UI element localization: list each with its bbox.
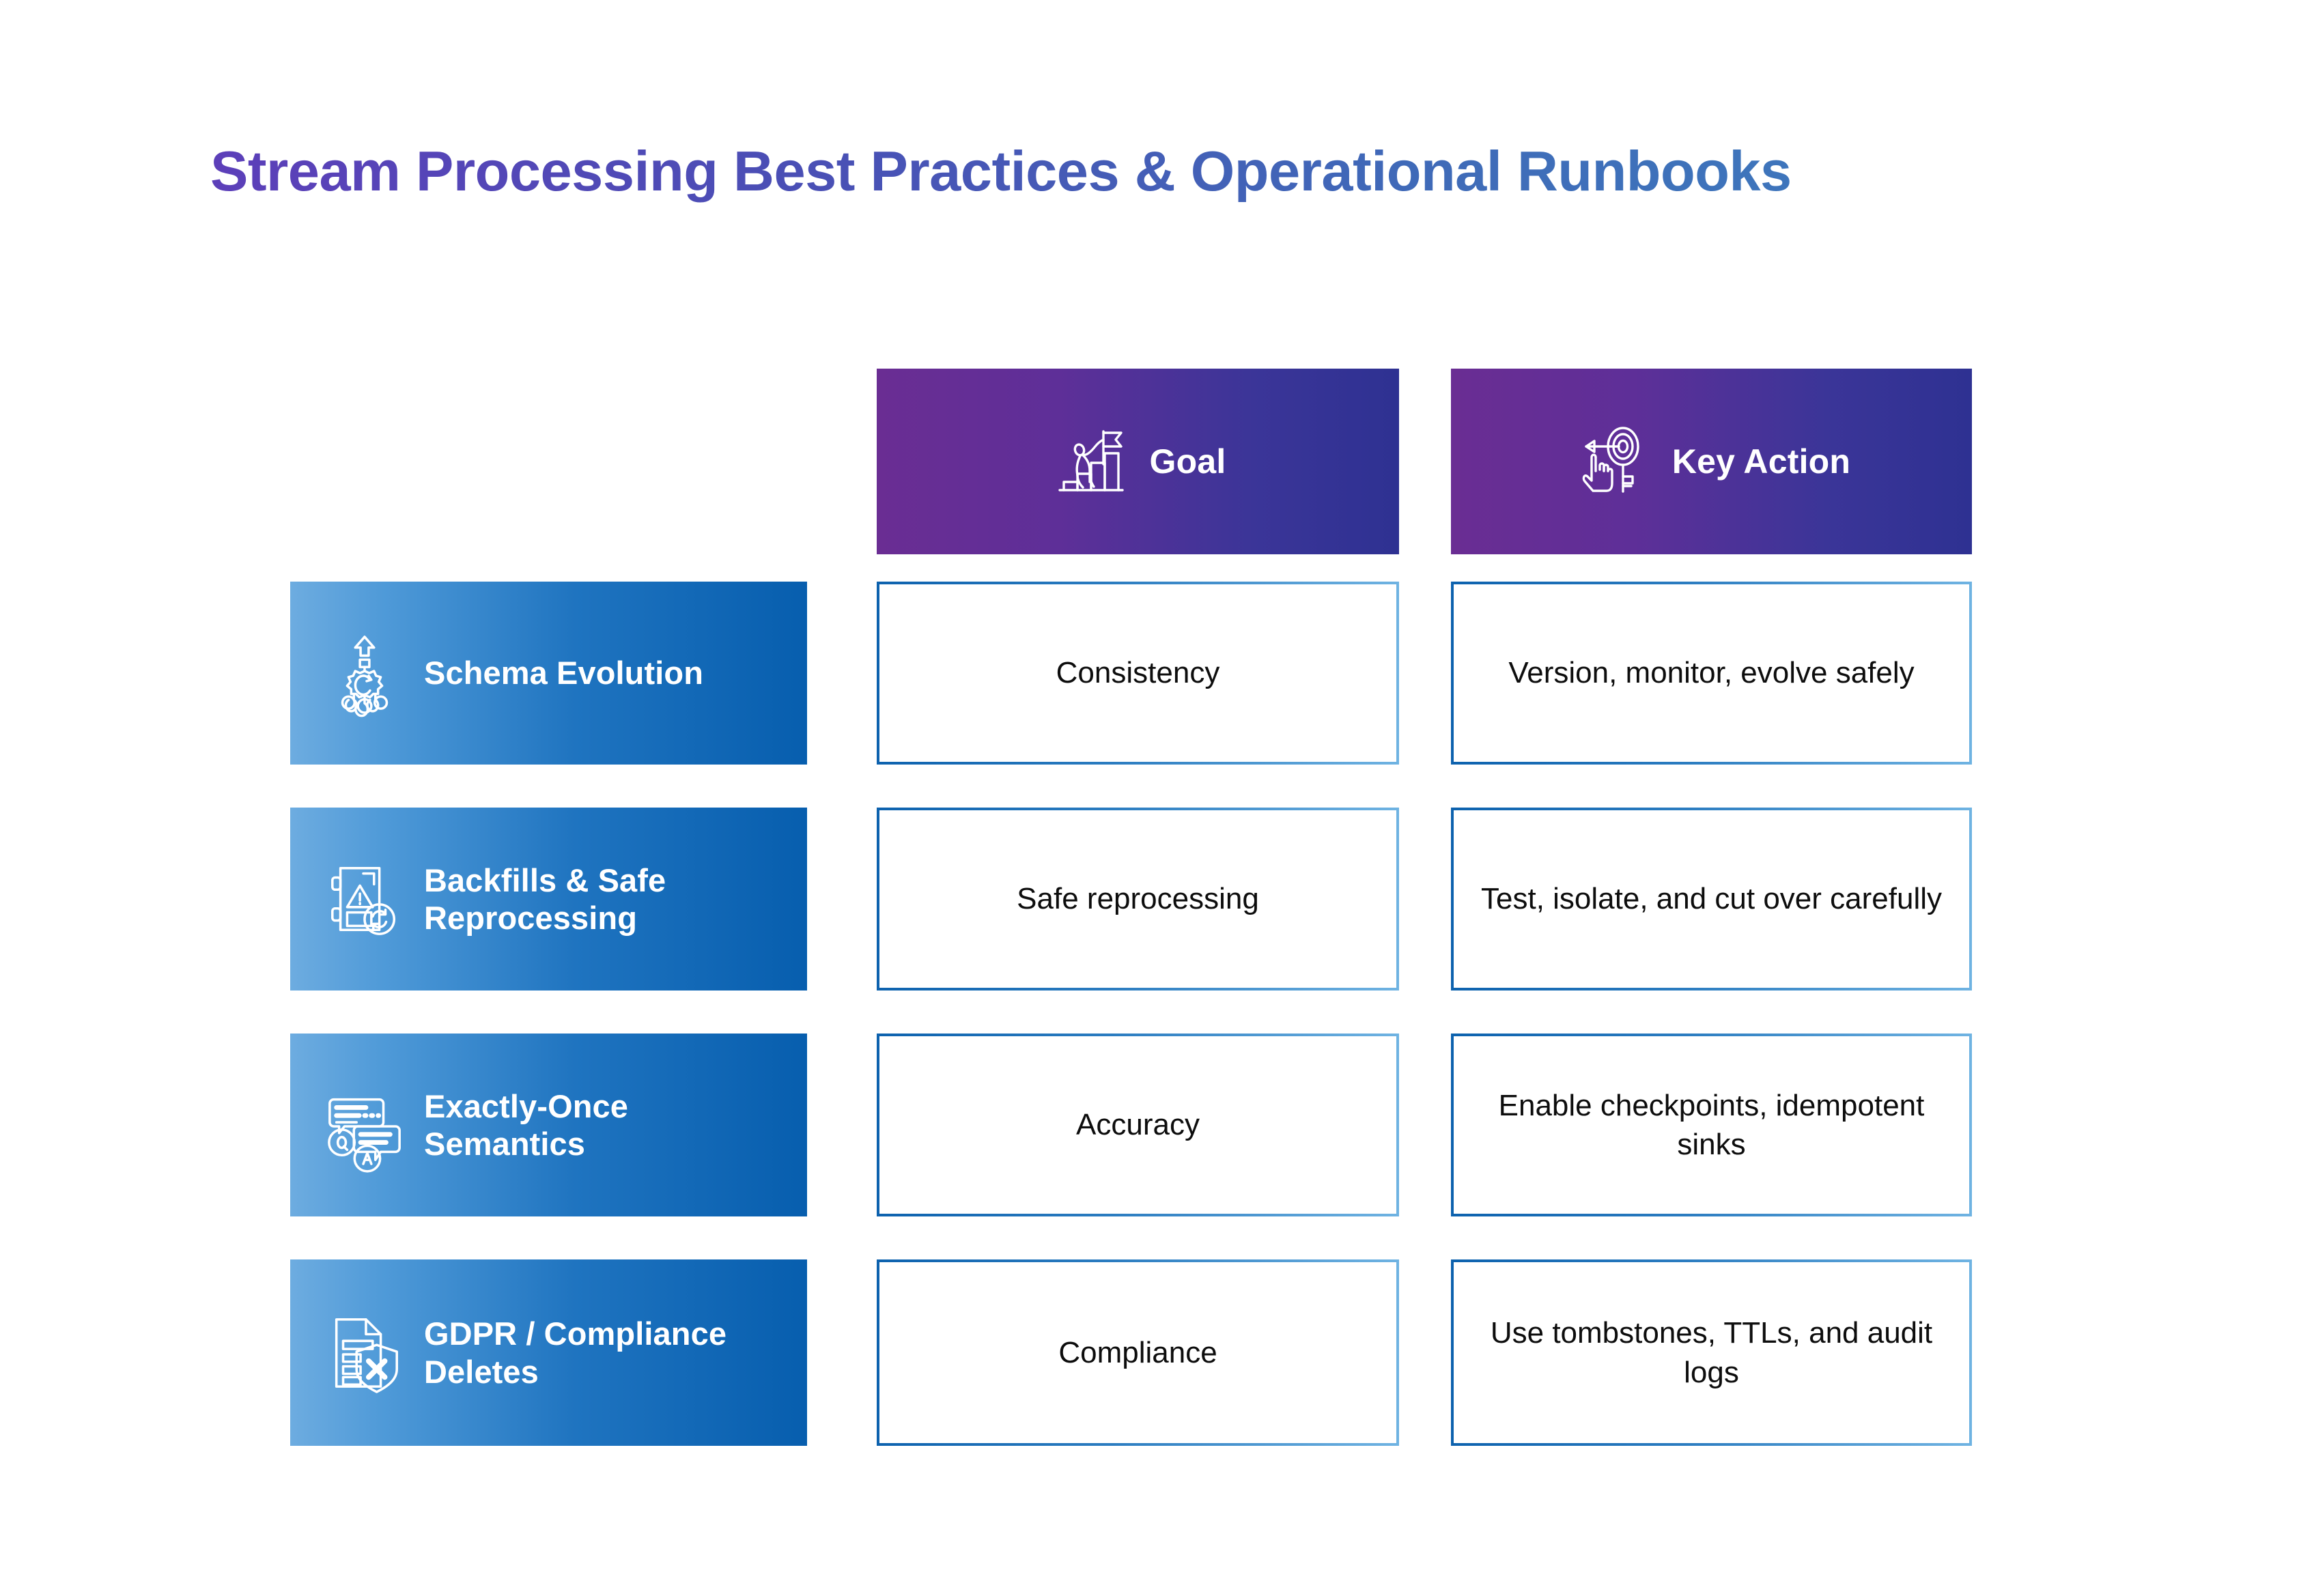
row-label-text: Exactly-Once Semantics xyxy=(424,1087,629,1162)
row-label-gdpr-compliance-deletes: GDPR / Compliance Deletes xyxy=(290,1259,807,1446)
page-title: Stream Processing Best Practices & Opera… xyxy=(210,139,2163,203)
cell-goal-row-3: Accuracy xyxy=(877,1034,1399,1216)
cell-goal-row-2: Safe reprocessing xyxy=(877,808,1399,991)
cell-text: Safe reprocessing xyxy=(1017,882,1259,916)
column-header-goal-label: Goal xyxy=(1149,442,1226,481)
column-header-key-action-label: Key Action xyxy=(1671,442,1851,481)
cell-goal-row-4: Compliance xyxy=(877,1259,1399,1446)
cell-text: Enable checkpoints, idempotent sinks xyxy=(1498,1088,1925,1161)
cell-key-action-row-4: Use tombstones, TTLs, and audit logs xyxy=(1451,1259,1972,1446)
cell-text: Compliance xyxy=(1058,1335,1217,1369)
cell-goal-row-1: Consistency xyxy=(877,582,1399,765)
cell-key-action-row-3: Enable checkpoints, idempotent sinks xyxy=(1451,1034,1972,1216)
row-label-backfills-safe-reprocessing: Backfills & Safe Reprocessing xyxy=(290,808,807,991)
cell-text: Consistency xyxy=(1056,656,1220,690)
cell-key-action-row-1: Version, monitor, evolve safely xyxy=(1451,582,1972,765)
document-shield-delete-icon xyxy=(324,1313,405,1393)
question-answer-bubbles-icon xyxy=(324,1085,405,1173)
server-warning-refresh-icon xyxy=(324,859,405,939)
row-label-text: GDPR / Compliance Deletes xyxy=(424,1315,727,1390)
column-header-key-action: Key Action xyxy=(1451,369,1972,554)
target-key-hand-icon xyxy=(1572,421,1654,502)
cell-text: Use tombstones, TTLs, and audit logs xyxy=(1490,1316,1933,1389)
goal-podium-flag-icon xyxy=(1050,421,1132,502)
cell-text: Accuracy xyxy=(1076,1108,1200,1142)
cell-text: Version, monitor, evolve safely xyxy=(1508,656,1915,690)
row-label-text: Schema Evolution xyxy=(424,655,704,692)
cell-text: Test, isolate, and cut over carefully xyxy=(1481,882,1942,916)
column-header-goal: Goal xyxy=(877,369,1399,554)
row-label-exactly-once-semantics: Exactly-Once Semantics xyxy=(290,1034,807,1216)
row-label-text: Backfills & Safe Reprocessing xyxy=(424,861,666,936)
row-label-schema-evolution: Schema Evolution xyxy=(290,582,807,765)
schema-gear-network-icon xyxy=(324,633,405,717)
cell-key-action-row-2: Test, isolate, and cut over carefully xyxy=(1451,808,1972,991)
